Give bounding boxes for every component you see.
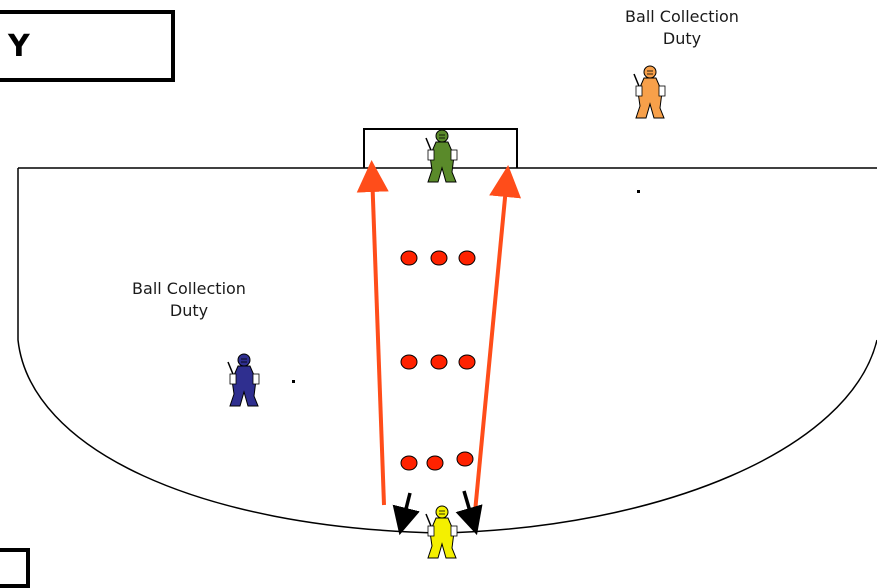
arrow-icon (464, 491, 474, 525)
goalkeeper-icon (228, 354, 259, 406)
pitch-svg (0, 0, 877, 568)
shooting-circle-line (18, 168, 877, 533)
ball-icon (431, 355, 447, 369)
arrow-icon (372, 172, 384, 505)
ball-icon (401, 251, 417, 265)
drill-diagram: Y Ball Collection Duty Ball Collection D… (0, 0, 877, 568)
ball-icon (459, 355, 475, 369)
ball-icon (457, 452, 473, 466)
ball-icon (401, 456, 417, 470)
ball-icon (459, 251, 475, 265)
ball-icon (401, 355, 417, 369)
ball-icon (431, 251, 447, 265)
dot-marker (637, 190, 640, 193)
ball-icon (427, 456, 443, 470)
arrow-icon (402, 493, 410, 525)
balls (401, 251, 475, 470)
goalkeeper-icon (426, 130, 457, 182)
arrow-icon (475, 177, 507, 512)
goalkeeper-icon (426, 506, 457, 558)
goalkeeper-icon (634, 66, 665, 118)
dot-marker (292, 380, 295, 383)
